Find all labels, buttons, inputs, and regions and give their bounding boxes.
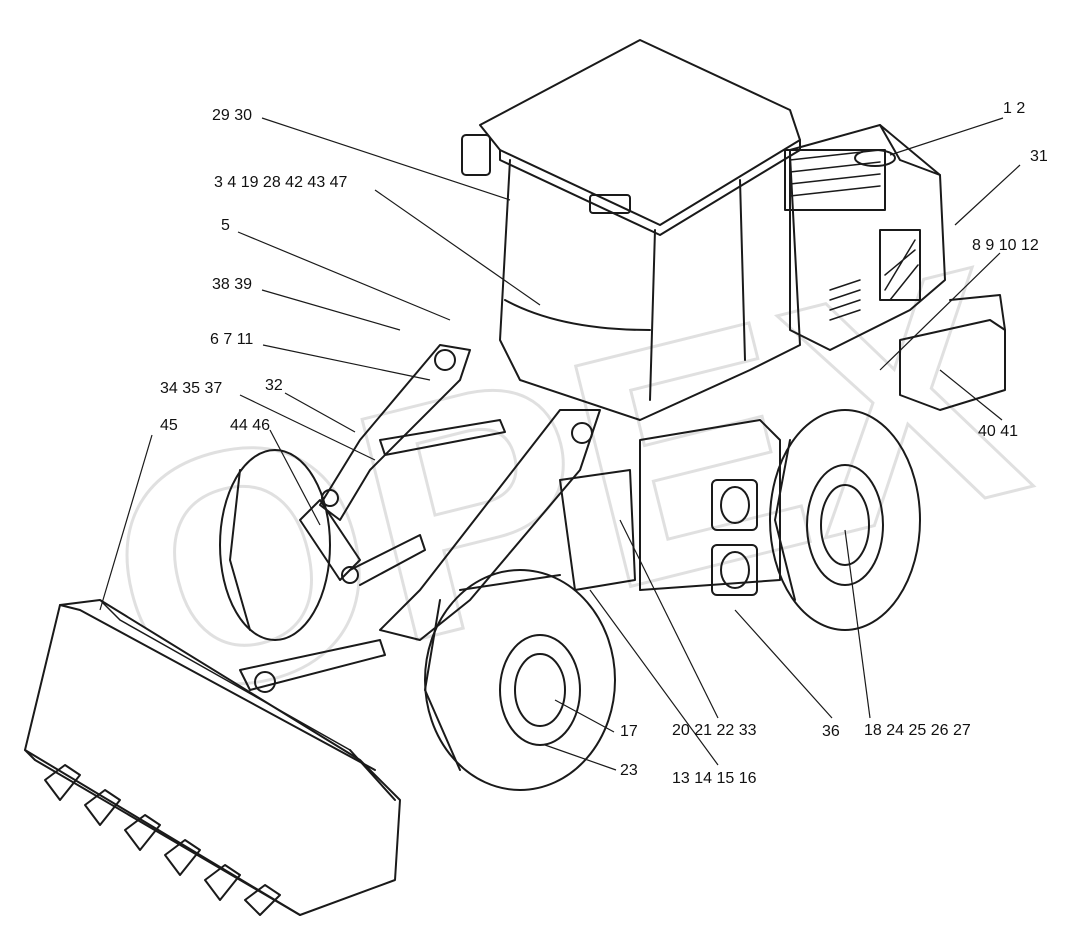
boom-arm-left <box>319 344 471 521</box>
cab-roof <box>479 39 801 226</box>
callout-13-14-15-16: 13 14 15 16 <box>672 770 757 787</box>
callout-1-2: 1 2 <box>1003 100 1026 117</box>
callout-34-35-37: 34 35 37 <box>160 380 223 397</box>
front-wheel <box>424 569 616 791</box>
callout-29-30: 29 30 <box>212 107 253 124</box>
callout-31: 31 <box>1030 148 1048 165</box>
engine-hood <box>789 124 946 351</box>
tool-box <box>899 319 1006 411</box>
callout-3-4-19: 3 4 19 28 42 43 47 <box>214 174 348 191</box>
callout-5: 5 <box>221 217 230 234</box>
callout-17: 17 <box>620 723 638 740</box>
callout-6-7-11: 6 7 11 <box>210 331 254 348</box>
callout-38-39: 38 39 <box>212 276 253 293</box>
callout-36: 36 <box>822 723 840 740</box>
callout-20-21-22-33: 20 21 22 33 <box>672 722 757 739</box>
callout-18-24-25: 18 24 25 26 27 <box>864 722 971 739</box>
leader-lines <box>99 117 1021 771</box>
bucket <box>24 599 401 916</box>
callout-44-46: 44 46 <box>230 417 271 434</box>
callout-40-41: 40 41 <box>978 423 1019 440</box>
chassis <box>639 419 781 591</box>
rear-wheel <box>769 409 921 631</box>
cab-body <box>499 154 801 421</box>
callout-45: 45 <box>160 417 178 434</box>
callout-32: 32 <box>265 377 283 394</box>
callout-23: 23 <box>620 762 638 779</box>
boom-arm-right <box>379 409 601 641</box>
callout-8-9-10-12: 8 9 10 12 <box>972 237 1039 254</box>
